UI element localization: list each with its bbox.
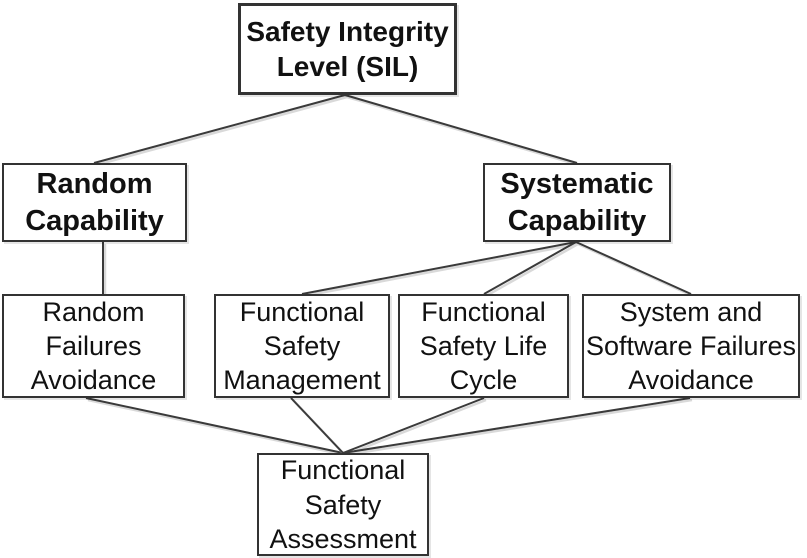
edge-sil-random_capability — [93, 94, 346, 164]
edge-systematic_capability-functional_safety_management — [301, 241, 577, 295]
node-functional-safety-life-cycle: Functional Safety Life Cycle — [398, 294, 569, 398]
edge-functional_safety_life_cycle-functional_safety_assessment — [344, 398, 487, 457]
edge-sil-random_capability — [95, 95, 348, 167]
node-random-failures-avoidance: Random Failures Avoidance — [2, 294, 185, 398]
edge-system_software_failures_avoidance-functional_safety_assessment — [344, 398, 693, 457]
edge-systematic_capability-functional_safety_life_cycle — [483, 241, 577, 295]
edge-systematic_capability-functional_safety_life_cycle — [485, 242, 579, 298]
node-random-capability: Random Capability — [2, 163, 187, 242]
edge-random_failures_avoidance-functional_safety_assessment — [85, 397, 344, 454]
edge-system_software_failures_avoidance-functional_safety_assessment — [342, 397, 691, 454]
node-functional-safety-assessment: Functional Safety Assessment — [257, 453, 429, 556]
edge-functional_safety_management-functional_safety_assessment — [290, 397, 344, 454]
edge-functional_safety_life_cycle-functional_safety_assessment — [342, 397, 485, 454]
node-systematic-capability: Systematic Capability — [483, 163, 671, 242]
edge-random_failures_avoidance-functional_safety_assessment — [87, 398, 346, 457]
edge-sil-systematic_capability — [344, 94, 578, 164]
edge-systematic_capability-functional_safety_management — [303, 242, 579, 298]
node-safety-integrity-level: Safety Integrity Level (SIL) — [238, 3, 457, 95]
node-functional-safety-management: Functional Safety Management — [214, 294, 390, 398]
node-system-software-failures-avoidance: System and Software Failures Avoidance — [582, 294, 800, 398]
edge-systematic_capability-system_software_failures_avoidance — [575, 241, 692, 295]
edge-sil-systematic_capability — [346, 95, 580, 167]
